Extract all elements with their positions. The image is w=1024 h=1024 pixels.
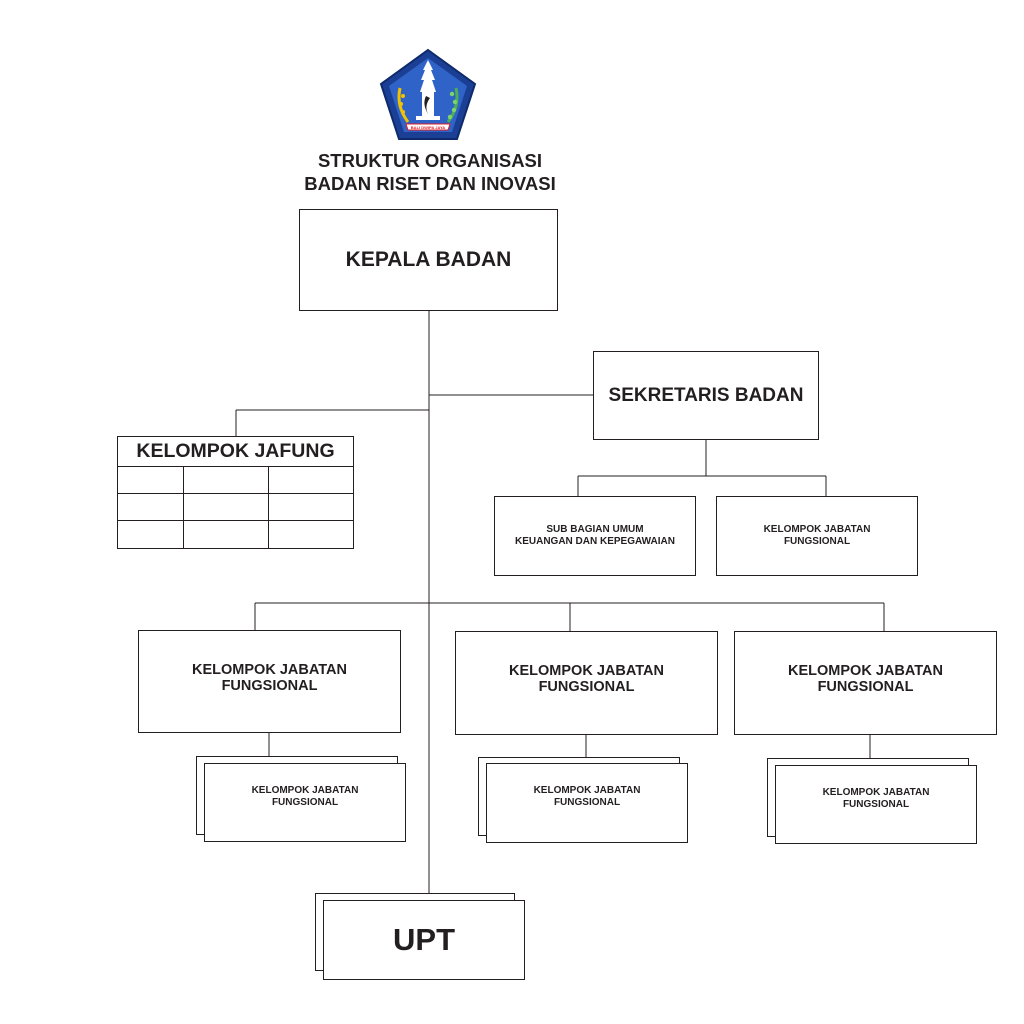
- sekretaris-badan-label: SEKRETARIS BADAN: [608, 384, 804, 406]
- group-2-sub-box: KELOMPOK JABATAN FUNGSIONAL: [486, 763, 688, 843]
- jabatan-fungsional-group-2-box: KELOMPOK JABATAN FUNGSIONAL: [455, 631, 718, 735]
- sekretariat-jabatan-fungsional-box: KELOMPOK JABATAN FUNGSIONAL: [716, 496, 918, 576]
- sek-jabatan-line-1: KELOMPOK JABATAN: [763, 524, 871, 535]
- sub-bagian-line-2: KEUANGAN DAN KEPEGAWAIAN: [514, 536, 675, 547]
- group-3-line-1: KELOMPOK JABATAN: [788, 663, 943, 679]
- jafung-cell: [184, 467, 269, 494]
- group-1-sub-box: KELOMPOK JABATAN FUNGSIONAL: [204, 763, 406, 842]
- group-1-sub-line-1: KELOMPOK JABATAN: [251, 784, 359, 796]
- sekretariat-jabatan-label: KELOMPOK JABATAN FUNGSIONAL: [764, 524, 871, 548]
- jafung-cell: [269, 494, 353, 521]
- sub-bagian-line-1: SUB BAGIAN UMUM: [546, 524, 644, 535]
- group-3-line-2: FUNGSIONAL: [817, 679, 914, 695]
- group-3-sub-line-1: KELOMPOK JABATAN: [822, 786, 930, 798]
- group-3-label: KELOMPOK JABATAN FUNGSIONAL: [788, 663, 943, 695]
- group-2-sub-line-2: FUNGSIONAL: [553, 797, 621, 808]
- jafung-cell: [269, 467, 353, 494]
- title-line-1: STRUKTUR ORGANISASI: [317, 150, 543, 171]
- group-2-label: KELOMPOK JABATAN FUNGSIONAL: [509, 663, 664, 695]
- group-1-line-2: FUNGSIONAL: [221, 677, 318, 694]
- kelompok-jafung-header: KELOMPOK JAFUNG: [118, 437, 353, 467]
- upt-label: UPT: [393, 922, 455, 957]
- group-2-line-2: FUNGSIONAL: [538, 679, 635, 695]
- group-1-sub-line-2: FUNGSIONAL: [271, 796, 339, 808]
- title-line-2: BADAN RISET DAN INOVASI: [304, 173, 556, 194]
- group-1-line-1: KELOMPOK JABATAN: [192, 661, 347, 678]
- jafung-cell: [118, 494, 184, 521]
- bali-emblem-icon: BALI DWIPA JAYA: [379, 48, 477, 140]
- jafung-cell: [269, 521, 353, 549]
- jafung-cell: [184, 494, 269, 521]
- jabatan-fungsional-group-1-box: KELOMPOK JABATAN FUNGSIONAL: [138, 630, 401, 733]
- upt-box: UPT: [323, 900, 525, 980]
- group-3-sub-box: KELOMPOK JABATAN FUNGSIONAL: [775, 765, 977, 844]
- sekretaris-badan-box: SEKRETARIS BADAN: [593, 351, 819, 440]
- sub-bagian-umum-label: SUB BAGIAN UMUM KEUANGAN DAN KEPEGAWAIAN: [515, 524, 675, 548]
- group-1-sub-label: KELOMPOK JABATAN FUNGSIONAL: [252, 785, 359, 809]
- group-2-sub-line-1: KELOMPOK JABATAN: [533, 785, 641, 796]
- group-3-sub-line-2: FUNGSIONAL: [842, 798, 910, 810]
- sub-bagian-umum-box: SUB BAGIAN UMUM KEUANGAN DAN KEPEGAWAIAN: [494, 496, 696, 576]
- sek-jabatan-line-2: FUNGSIONAL: [783, 536, 851, 547]
- emblem-motto: BALI DWIPA JAYA: [411, 125, 445, 130]
- kelompok-jafung-table: KELOMPOK JAFUNG: [117, 436, 354, 549]
- jabatan-fungsional-group-3-box: KELOMPOK JABATAN FUNGSIONAL: [734, 631, 997, 735]
- kelompok-jafung-grid: [118, 467, 353, 549]
- group-3-sub-label: KELOMPOK JABATAN FUNGSIONAL: [823, 787, 930, 811]
- kepala-badan-box: KEPALA BADAN: [299, 209, 558, 311]
- page-title: STRUKTUR ORGANISASI BADAN RISET DAN INOV…: [230, 149, 630, 195]
- group-2-sub-label: KELOMPOK JABATAN FUNGSIONAL: [534, 785, 641, 809]
- kepala-badan-label: KEPALA BADAN: [345, 248, 512, 271]
- jafung-cell: [184, 521, 269, 549]
- group-2-line-1: KELOMPOK JABATAN: [509, 663, 664, 679]
- jafung-cell: [118, 467, 184, 494]
- jafung-cell: [118, 521, 184, 549]
- group-1-label: KELOMPOK JABATAN FUNGSIONAL: [192, 662, 347, 694]
